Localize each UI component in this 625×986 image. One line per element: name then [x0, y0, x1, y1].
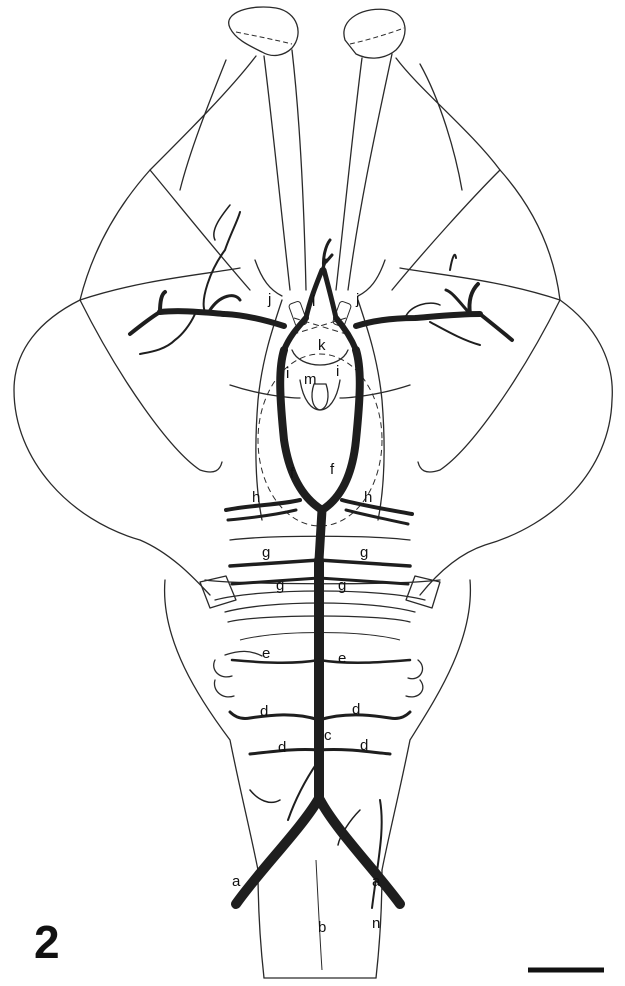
label-i-right: i: [336, 363, 339, 380]
label-l: l: [312, 293, 315, 310]
label-d-upper-right: d: [352, 701, 360, 718]
label-g-lower-left: g: [276, 577, 284, 594]
label-j-left: j: [267, 291, 271, 308]
olfactory-bulbs: [229, 7, 405, 290]
label-k: k: [318, 337, 326, 354]
cerebral-hemispheres: [14, 56, 612, 595]
label-m: m: [304, 371, 317, 388]
label-h-right: h: [364, 489, 372, 506]
label-d-lower-right: d: [360, 737, 368, 754]
label-h-left: h: [252, 489, 260, 506]
label-i-left: i: [286, 365, 289, 382]
arteries: [130, 205, 512, 908]
label-e-right: e: [338, 650, 346, 667]
label-j-right: j: [355, 291, 359, 308]
label-g-upper-left: g: [262, 544, 270, 561]
label-c: c: [324, 727, 332, 744]
label-g-lower-right: g: [338, 577, 346, 594]
label-d-upper-left: d: [260, 703, 268, 720]
figure-number: 2: [34, 916, 60, 968]
label-d-lower-left: d: [278, 739, 286, 756]
label-f-right: f: [330, 461, 335, 478]
label-a-left: a: [232, 873, 241, 890]
label-e-left: e: [262, 645, 270, 662]
label-g-upper-right: g: [360, 544, 368, 561]
label-n: n: [372, 915, 380, 932]
label-a-right: a: [372, 873, 381, 890]
label-b: b: [318, 919, 326, 936]
